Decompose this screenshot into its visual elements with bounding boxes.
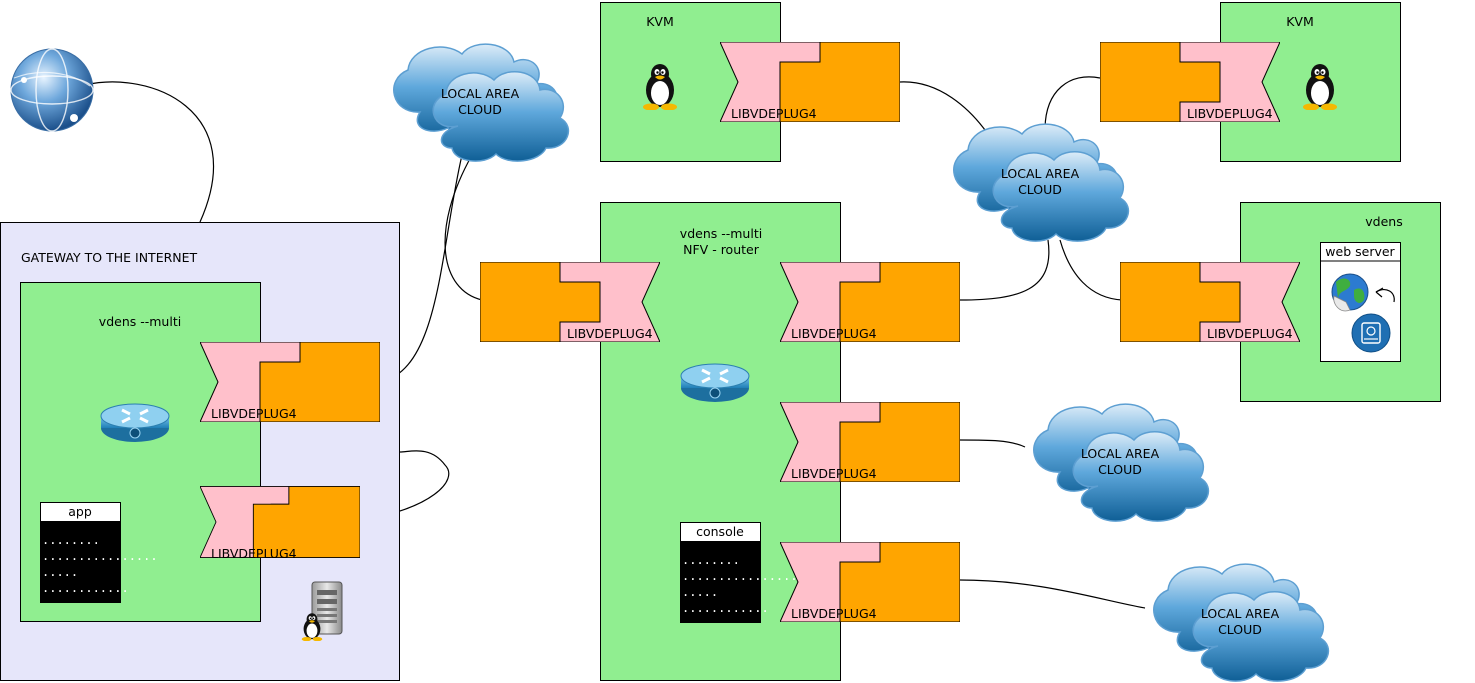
server-tower-icon	[311, 581, 343, 635]
console-terminal-line: ................	[682, 569, 798, 583]
cloud-label-line2: CLOUD	[1218, 622, 1262, 637]
cloud-label-line2: CLOUD	[458, 102, 502, 117]
vdens-right-title: vdens	[1365, 214, 1402, 229]
web-server-globe-icon	[1331, 273, 1369, 312]
plug-label: LIBVDEPLUG4	[791, 466, 877, 481]
plug-label: LIBVDEPLUG4	[731, 106, 817, 121]
cloud-label-line2: CLOUD	[1018, 182, 1062, 197]
plug-gateway-upper: LIBVDEPLUG4	[200, 342, 380, 422]
app-terminal-line: ............	[42, 581, 129, 595]
nfv-title-line2: NFV - router	[683, 242, 760, 257]
web-server-title: web server	[1325, 244, 1395, 259]
plug-label: LIBVDEPLUG4	[1187, 106, 1273, 121]
console-terminal: console ........ ................ ..... …	[680, 522, 798, 623]
vdens-right-box: vdens web server LIBVDEPLUG4	[1120, 202, 1441, 402]
app-terminal-title: app	[68, 504, 92, 519]
cable-nfv-right2-cloud3	[959, 439, 1026, 448]
console-terminal-title: console	[696, 524, 744, 539]
local-area-cloud: LOCAL AREA CLOUD	[1153, 563, 1330, 682]
gateway-box: GATEWAY TO THE INTERNET vdens --multi ap…	[0, 222, 400, 681]
plug-nfv-right-3: LIBVDEPLUG4	[780, 542, 960, 622]
plug-label: LIBVDEPLUG4	[1207, 326, 1293, 341]
app-terminal-line: ........	[42, 533, 100, 547]
plug-label: LIBVDEPLUG4	[791, 606, 877, 621]
local-area-cloud: LOCAL AREA CLOUD	[1033, 403, 1210, 522]
console-terminal-line: .....	[682, 585, 718, 599]
cable-cloud1-nfv-left	[444, 154, 483, 301]
plug-gateway-lower: LIBVDEPLUG4	[200, 485, 360, 561]
cable-nfv-right3-cloud4	[959, 579, 1146, 609]
cable-cloud2-vdens	[1059, 239, 1123, 301]
plug-nfv-right-1: LIBVDEPLUG4	[780, 262, 960, 342]
plug-kvm-right: LIBVDEPLUG4	[1100, 42, 1280, 122]
nfv-router-box: vdens --multi NFV - router console .....…	[480, 202, 960, 681]
console-terminal-line: ............	[682, 601, 769, 615]
gateway-vdens-title: vdens --multi	[99, 314, 181, 329]
globe-icon	[10, 48, 94, 132]
app-terminal: app ........ ................ ..... ....…	[40, 502, 158, 603]
cable-nfv-right1-cloud2	[959, 239, 1050, 301]
kvm-right-title: KVM	[1286, 14, 1314, 29]
plug-label: LIBVDEPLUG4	[791, 326, 877, 341]
plug-label: LIBVDEPLUG4	[567, 326, 653, 341]
app-terminal-line: ................	[42, 549, 158, 563]
plug-vdens-right: LIBVDEPLUG4	[1120, 262, 1300, 342]
cable-gateway-loop	[359, 450, 450, 521]
cable-globe-gateway	[84, 81, 214, 223]
cloud-label-line1: LOCAL AREA	[1001, 166, 1080, 181]
hard-disk-icon	[1351, 313, 1391, 353]
cable-kvm-right-cloud2	[1044, 76, 1101, 131]
cloud-label-line1: LOCAL AREA	[441, 86, 520, 101]
nfv-title-line1: vdens --multi	[680, 226, 762, 241]
gateway-title: GATEWAY TO THE INTERNET	[21, 250, 198, 265]
cable-kvm-left-cloud2	[899, 81, 986, 131]
cloud-label-line1: LOCAL AREA	[1081, 446, 1160, 461]
local-area-cloud: LOCAL AREA CLOUD	[393, 43, 570, 162]
plug-label: LIBVDEPLUG4	[211, 546, 297, 561]
local-area-cloud: LOCAL AREA CLOUD	[953, 123, 1130, 242]
plug-kvm-left: LIBVDEPLUG4	[720, 42, 900, 122]
plug-label: LIBVDEPLUG4	[211, 406, 297, 421]
plug-nfv-left: LIBVDEPLUG4	[480, 262, 660, 342]
router-icon	[680, 362, 750, 404]
cloud-label-line2: CLOUD	[1098, 462, 1142, 477]
kvm-right-box: KVM LIBVDEPLUG4	[1100, 2, 1401, 162]
cloud-label-line1: LOCAL AREA	[1201, 606, 1280, 621]
plug-nfv-right-2: LIBVDEPLUG4	[780, 402, 960, 482]
kvm-left-title: KVM	[646, 14, 674, 29]
connection-cables	[84, 76, 1146, 609]
console-terminal-line: ........	[682, 553, 740, 567]
router-icon	[100, 402, 170, 444]
kvm-left-box: KVM LIBVDEPLUG4	[600, 2, 900, 162]
web-server-panel: web server	[1320, 242, 1401, 362]
app-terminal-line: .....	[42, 565, 78, 579]
